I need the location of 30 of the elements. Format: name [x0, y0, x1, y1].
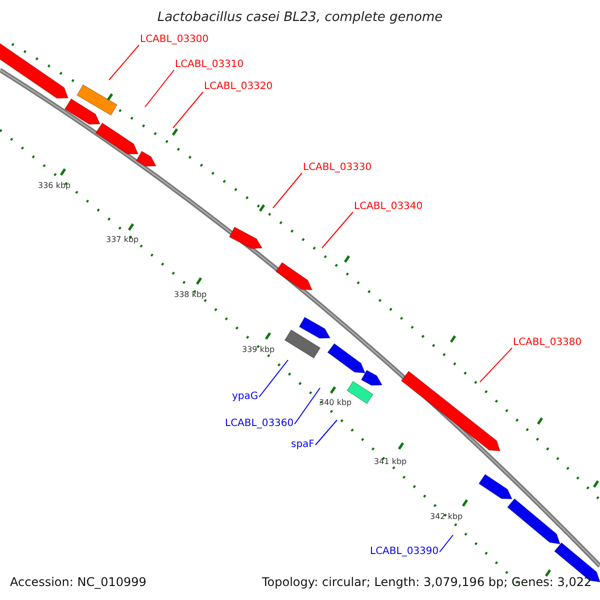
leader-line: [144, 70, 174, 108]
leader-line: [480, 348, 512, 382]
footer-text: Accession: NC_010999: [10, 576, 146, 588]
leader-line: [322, 212, 354, 248]
leader-line: [294, 388, 320, 424]
position-label: 341 kbp: [374, 458, 407, 466]
position-label: 342 kbp: [430, 513, 463, 521]
gene-label: LCABL_03320: [204, 82, 273, 92]
gene-label: LCABL_03360: [225, 419, 294, 429]
leader-line: [258, 360, 288, 398]
leader-line: [439, 534, 454, 552]
title: Lactobacillus casei BL23, complete genome: [156, 11, 444, 24]
gene-label: LCABL_03390: [370, 547, 439, 557]
position-label: 337 kbp: [106, 236, 139, 244]
footer-text: Topology: circular; Length: 3,079,196 bp; Genes: 3,022: [262, 576, 592, 588]
gene-label: LCABL_03340: [354, 202, 423, 212]
gene-label: LCABL_03310: [175, 60, 244, 70]
position-label: 339 kbp: [242, 346, 275, 354]
position-label: 338 kbp: [174, 291, 207, 299]
leader-line: [314, 420, 338, 446]
leader-line: [172, 92, 204, 128]
gene-label: LCABL_03380: [513, 338, 582, 348]
gene-label: LCABL_03300: [140, 35, 209, 45]
position-label: 336 kbp: [38, 182, 71, 190]
leader-line: [108, 44, 140, 80]
gene-label: ypaG: [232, 392, 258, 402]
position-label: 340 kbp: [319, 399, 352, 407]
gene-label: LCABL_03330: [303, 163, 372, 173]
gene-label: spaF: [291, 440, 314, 450]
leader-line: [272, 172, 302, 208]
